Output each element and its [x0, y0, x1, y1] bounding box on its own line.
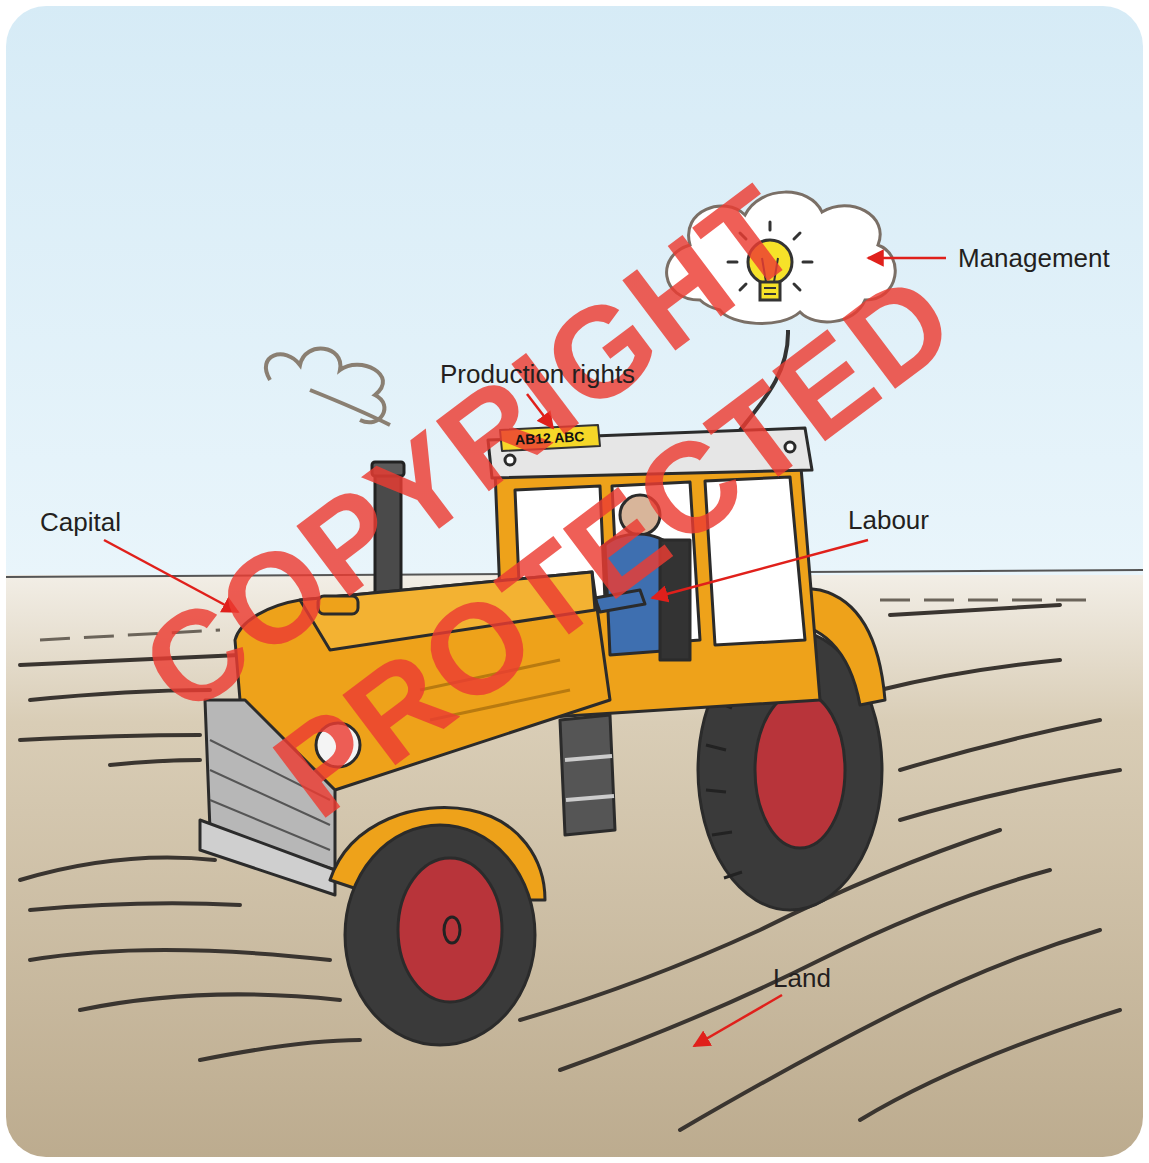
- part-label: Capital: [40, 508, 121, 537]
- part-label: Land: [773, 964, 831, 993]
- part-label: Production rights: [440, 360, 635, 389]
- background: [6, 6, 1143, 1157]
- number-plate-text: AB12 ABC: [515, 429, 585, 447]
- part-label: Management: [958, 244, 1110, 273]
- part-label: Labour: [848, 506, 929, 535]
